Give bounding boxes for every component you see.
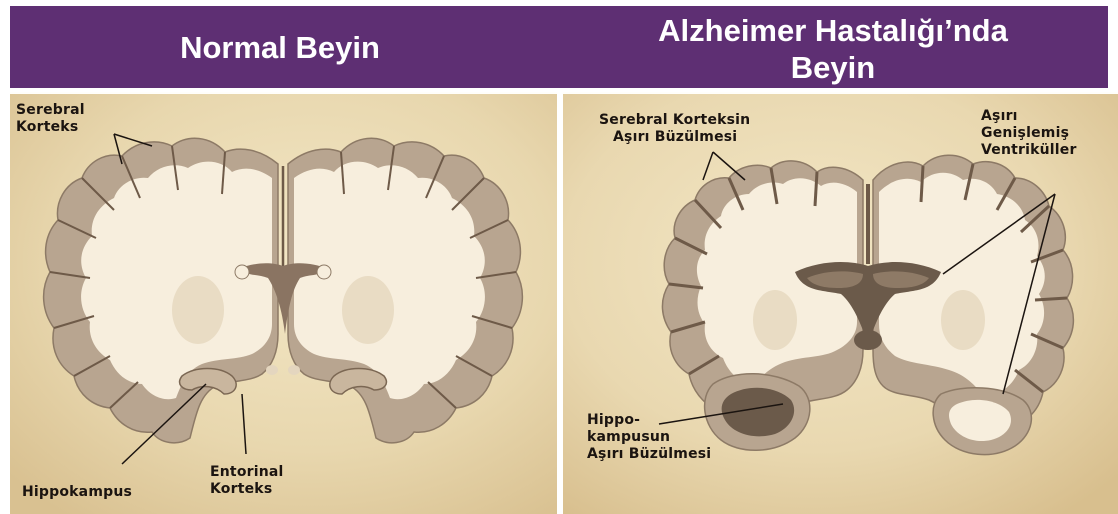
normal-brain-title: Normal Beyin: [10, 30, 550, 66]
label-ventricles-line1: Aşırı: [981, 108, 1077, 125]
label-cortex-shrinkage-line2: Aşırı Büzülmesi: [599, 129, 750, 146]
label-hippocampus-shrinkage: Hippo- kampusun Aşırı Büzülmesi: [587, 412, 711, 463]
label-enlarged-ventricles: Aşırı Genişlemiş Ventriküller: [981, 108, 1077, 159]
alzheimer-title-line1: Alzheimer Hastalığı’nda: [558, 12, 1108, 49]
normal-brain-illustration: [10, 94, 557, 514]
right-basal-ganglia: [941, 290, 985, 350]
label-cerebral-cortex-line1: Serebral: [16, 102, 85, 119]
label-cerebral-cortex: Serebral Korteks: [16, 102, 85, 136]
label-ventricles-line2: Genişlemiş: [981, 125, 1077, 142]
alzheimer-brain-title: Alzheimer Hastalığı’nda Beyin: [558, 12, 1108, 86]
label-entorhinal-line1: Entorinal: [210, 464, 284, 481]
left-basal-ganglia: [753, 290, 797, 350]
label-cerebral-cortex-line2: Korteks: [16, 119, 85, 136]
label-hippocampus: Hippokampus: [22, 484, 132, 501]
label-ventricles-line3: Ventriküller: [981, 142, 1077, 159]
label-entorhinal-cortex: Entorinal Korteks: [210, 464, 284, 498]
left-basal-ganglia: [172, 276, 224, 344]
label-cortex-shrinkage-line1: Serebral Korteksin: [599, 112, 750, 129]
label-hippo-shrinkage-line1: Hippo-: [587, 412, 711, 429]
right-basal-ganglia: [342, 276, 394, 344]
alzheimer-brain-panel: Serebral Korteksin Aşırı Büzülmesi Aşırı…: [563, 92, 1118, 514]
alzheimer-title-line2: Beyin: [558, 49, 1108, 86]
label-cortex-shrinkage: Serebral Korteksin Aşırı Büzülmesi: [599, 112, 750, 146]
label-hippo-shrinkage-line2: kampusun: [587, 429, 711, 446]
normal-brain-panel: Serebral Korteks Hippokampus Entorinal K…: [10, 92, 557, 514]
label-entorhinal-line2: Korteks: [210, 481, 284, 498]
label-hippo-shrinkage-line3: Aşırı Büzülmesi: [587, 446, 711, 463]
